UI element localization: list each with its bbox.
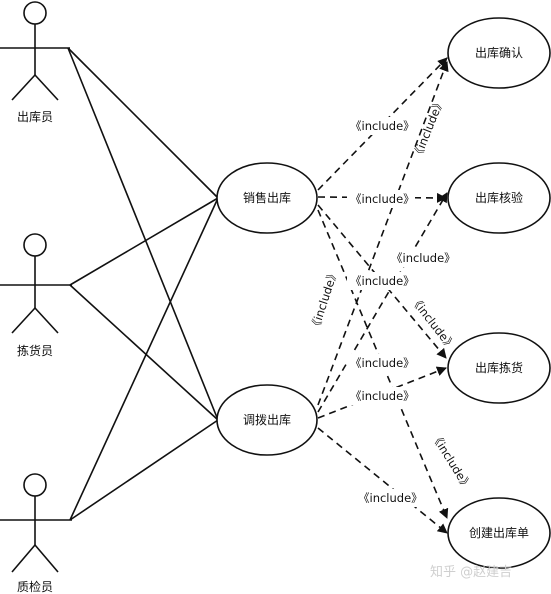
usecase-sales-out-label: 销售出库 xyxy=(243,190,291,205)
usecase-verify xyxy=(447,162,551,234)
assoc-picker-sales xyxy=(69,197,219,286)
assoc-shipper-transfer xyxy=(67,47,219,421)
include-label: 《include》 xyxy=(350,119,415,133)
usecase-confirm xyxy=(447,17,551,89)
include-label: 《include》 xyxy=(350,274,415,288)
actor-picker-label: 拣货员 xyxy=(17,343,53,358)
include-label: 《include》 xyxy=(350,356,415,370)
include-transfer-verify xyxy=(317,192,448,413)
usecase-pick xyxy=(447,332,551,404)
usecase-create-order xyxy=(447,497,551,569)
actor-head xyxy=(23,473,47,497)
usecase-create-order-label: 创建出库单 xyxy=(469,525,529,540)
include-label: 《include》 xyxy=(350,389,415,403)
actor-head xyxy=(23,1,47,25)
actor-shipper xyxy=(0,1,70,101)
assoc-inspector-sales xyxy=(69,197,219,521)
usecase-verify-label: 出库核验 xyxy=(475,190,523,205)
include-transfer-pick xyxy=(317,366,447,419)
include-label-rotated: 《include》 xyxy=(410,96,447,161)
usecase-pick-label: 出库拣货 xyxy=(475,360,523,375)
include-label: 《include》 xyxy=(350,192,415,206)
include-label-rotated: 《include》 xyxy=(308,267,341,333)
include-sales-create xyxy=(317,209,449,519)
usecase-confirm-label: 出库确认 xyxy=(475,45,523,60)
usecase-transfer-out-label: 调拨出库 xyxy=(243,412,291,427)
include-label-rotated: 《include》 xyxy=(408,293,459,353)
actor-picker xyxy=(0,233,72,334)
actor-inspector xyxy=(0,473,72,573)
include-label-rotated: 《include》 xyxy=(428,430,474,492)
association-lines xyxy=(67,47,219,521)
actor-head xyxy=(23,233,47,257)
include-label: 《include》 xyxy=(358,491,423,505)
assoc-shipper-sales xyxy=(67,47,219,199)
include-sales-confirm xyxy=(317,57,448,191)
include-transfer-create xyxy=(317,427,448,534)
usecase-sales-out xyxy=(216,162,318,234)
assoc-picker-transfer xyxy=(69,284,219,421)
include-transfer-confirm xyxy=(317,61,449,406)
assoc-inspector-transfer xyxy=(69,419,219,521)
usecase-transfer-out xyxy=(216,384,318,456)
watermark: 知乎 @赵建吉 xyxy=(430,564,512,580)
include-label: 《include》 xyxy=(391,251,456,265)
actor-inspector-label: 质检员 xyxy=(17,579,53,594)
actor-shipper-label: 出库员 xyxy=(17,109,53,124)
